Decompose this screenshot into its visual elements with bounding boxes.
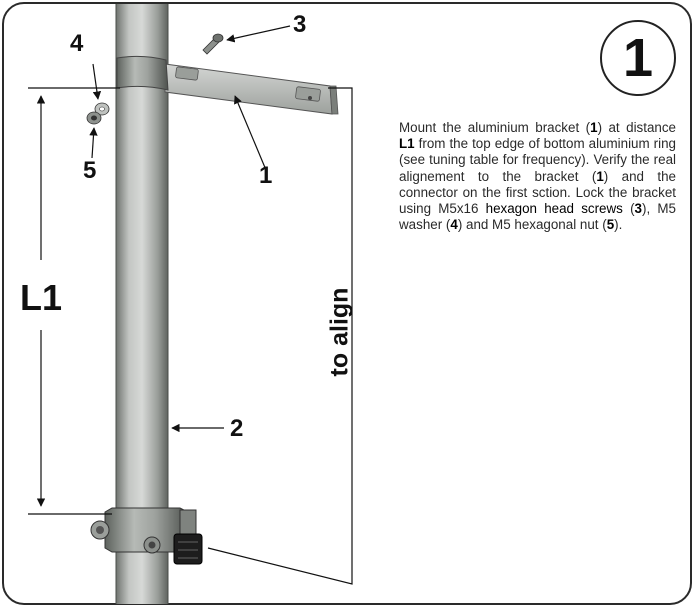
dimension-l1	[28, 87, 120, 515]
aluminium-bracket	[116, 55, 339, 115]
ref-screw: 3	[634, 201, 642, 217]
ref-l1: L1	[399, 136, 415, 152]
instruction-text-4: ) and the connector on the first sction.…	[399, 168, 677, 217]
ref-washer: 4	[450, 217, 458, 233]
distance-label-l1: L1	[20, 277, 63, 318]
bottom-ring-connector	[90, 507, 203, 565]
instruction-text-6: ), M5 washer (	[399, 201, 676, 233]
instruction-text-7: ) and M5 hexagonal nut (	[457, 217, 607, 233]
callout-screw: 3	[293, 11, 307, 38]
ref-bracket: 1	[590, 120, 598, 135]
instruction-text-1: Mount the aluminium bracket (	[399, 120, 591, 135]
instruction-text-8: ).	[614, 217, 623, 233]
ref-nut: 5	[606, 217, 615, 233]
step-number-badge: 1	[600, 20, 676, 96]
instruction-text-3: from the top edge of bottom aluminium ri…	[399, 136, 676, 184]
leader-arrows	[89, 25, 291, 433]
instruction-text: Mount the aluminium bracket (1) at dista…	[399, 120, 676, 233]
callout-washer: 4	[70, 30, 84, 57]
instruction-text-5: (	[622, 201, 635, 217]
alignment-line	[207, 87, 353, 585]
to-align-label: to align	[325, 287, 354, 377]
washer-and-nut	[86, 102, 110, 125]
ref-bracket-2: 1	[596, 168, 604, 184]
callout-tube: 2	[230, 415, 244, 442]
callout-nut: 5	[83, 157, 97, 184]
aluminium-tube	[115, 4, 169, 604]
hexagon-screw	[202, 33, 224, 55]
instruction-text-2: ) at distance	[597, 120, 676, 135]
callout-bracket: 1	[259, 162, 273, 189]
highlight-hexagon-head-screws: hexagon head screws	[485, 201, 623, 217]
